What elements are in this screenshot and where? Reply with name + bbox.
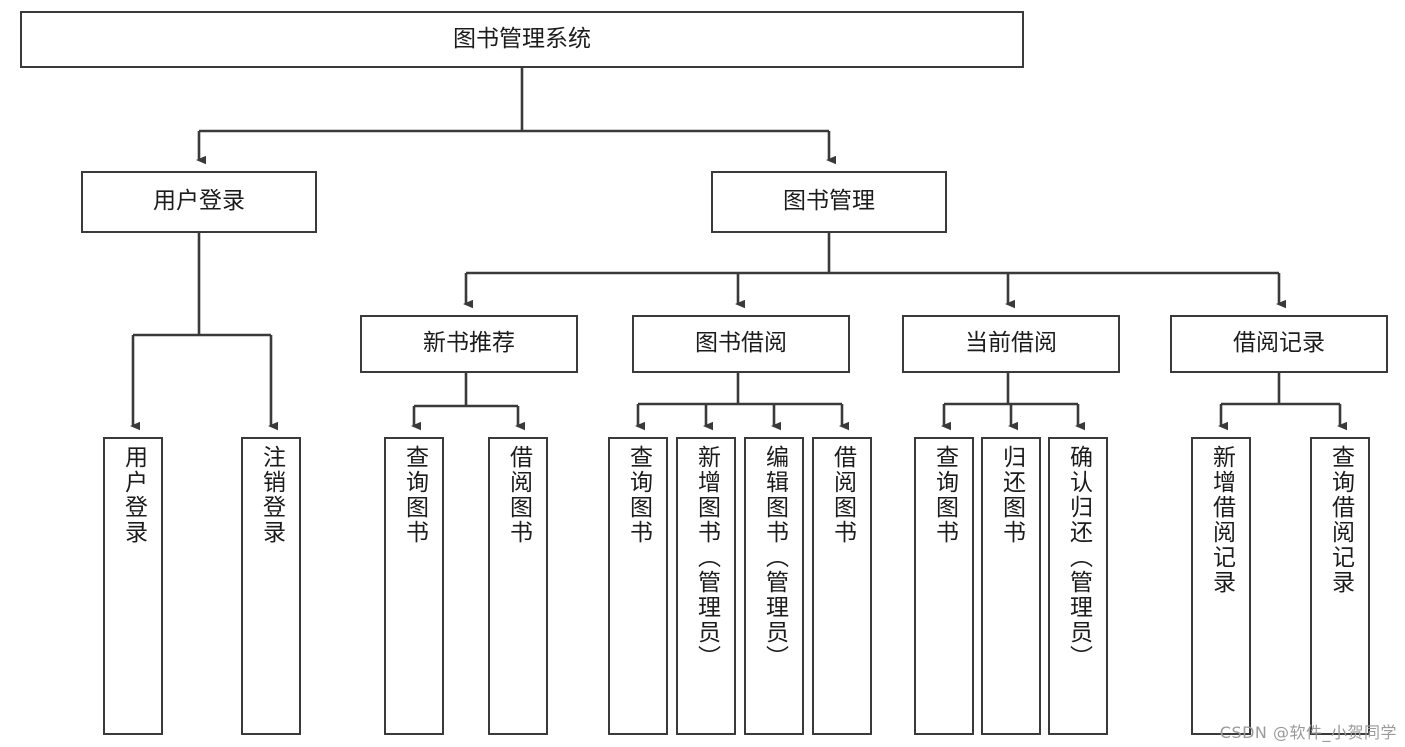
leaf-book-borrow-edit-book-admin[interactable]: 编辑图书（管理员） — [744, 437, 804, 735]
node-label: 图书管理 — [783, 188, 875, 215]
leaf-user-login-login[interactable]: 用户登录 — [103, 437, 163, 735]
node-label: 编辑图书（管理员） — [761, 445, 788, 670]
node-label: 新增图书（管理员） — [693, 445, 720, 670]
leaf-current-borrow-query-book[interactable]: 查询图书 — [914, 437, 974, 735]
node-new-book-recommend[interactable]: 新书推荐 — [360, 315, 578, 373]
leaf-book-borrow-query-book[interactable]: 查询图书 — [608, 437, 668, 735]
node-root-library-management-system[interactable]: 图书管理系统 — [20, 11, 1024, 68]
node-label: 查询借阅记录 — [1327, 445, 1354, 595]
node-label: 新书推荐 — [423, 330, 515, 357]
node-label: 确认归还（管理员） — [1065, 445, 1092, 670]
node-label: 归还图书 — [998, 445, 1025, 545]
node-book-management[interactable]: 图书管理 — [711, 171, 947, 233]
node-label: 注销登录 — [258, 445, 285, 545]
node-label: 用户登录 — [153, 188, 245, 215]
node-label: 借阅图书 — [829, 445, 856, 545]
node-label: 用户登录 — [120, 445, 147, 545]
leaf-new-book-borrow-book[interactable]: 借阅图书 — [488, 437, 548, 735]
node-label: 当前借阅 — [965, 330, 1057, 357]
node-user-login[interactable]: 用户登录 — [81, 171, 317, 233]
leaf-book-borrow-add-book-admin[interactable]: 新增图书（管理员） — [676, 437, 736, 735]
node-label: 查询图书 — [401, 445, 428, 545]
leaf-current-borrow-confirm-return-admin[interactable]: 确认归还（管理员） — [1048, 437, 1108, 735]
leaf-new-book-query-book[interactable]: 查询图书 — [384, 437, 444, 735]
leaf-user-login-logout[interactable]: 注销登录 — [241, 437, 301, 735]
leaf-current-borrow-return-book[interactable]: 归还图书 — [981, 437, 1041, 735]
node-label: 借阅记录 — [1233, 330, 1325, 357]
node-current-borrow[interactable]: 当前借阅 — [902, 315, 1120, 373]
leaf-borrow-record-query-record[interactable]: 查询借阅记录 — [1310, 437, 1370, 735]
node-book-borrow[interactable]: 图书借阅 — [632, 315, 850, 373]
node-label: 查询图书 — [625, 445, 652, 545]
leaf-book-borrow-borrow-book[interactable]: 借阅图书 — [812, 437, 872, 735]
leaf-borrow-record-add-record[interactable]: 新增借阅记录 — [1191, 437, 1251, 735]
node-label: 借阅图书 — [505, 445, 532, 545]
node-label: 图书管理系统 — [453, 25, 591, 52]
node-borrow-record[interactable]: 借阅记录 — [1170, 315, 1388, 373]
node-label: 新增借阅记录 — [1208, 445, 1235, 595]
node-label: 查询图书 — [931, 445, 958, 545]
node-label: 图书借阅 — [695, 330, 787, 357]
